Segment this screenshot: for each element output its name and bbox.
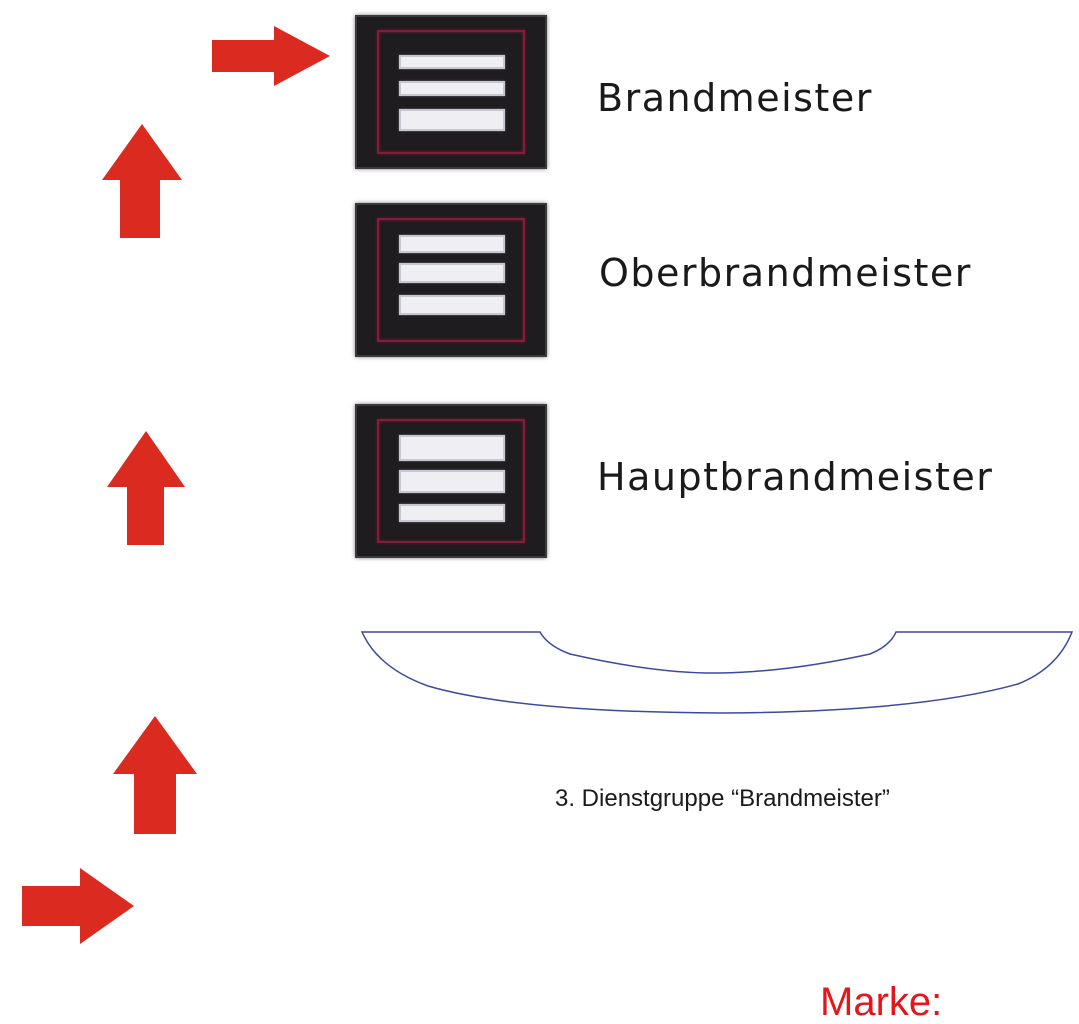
- arrow-up-icon: [113, 716, 197, 834]
- arrow-up-icon: [107, 431, 185, 545]
- arrow-up-icon: [102, 124, 182, 238]
- group-caption: 3. Dienstgruppe “Brandmeister”: [555, 785, 890, 812]
- rank-badge-icon: [355, 404, 547, 558]
- footer-label: Marke:: [820, 980, 943, 1024]
- rank-label-brandmeister: Brandmeister: [597, 76, 873, 120]
- arrow-right-icon: [22, 868, 134, 944]
- arrow-right-icon: [212, 26, 330, 86]
- rank-label-oberbrandmeister: Oberbrandmeister: [599, 251, 972, 295]
- group-bracket: [358, 628, 1076, 724]
- rank-badge-icon: [355, 203, 547, 357]
- rank-label-hauptbrandmeister: Hauptbrandmeister: [597, 455, 994, 499]
- rank-badge-icon: [355, 15, 547, 169]
